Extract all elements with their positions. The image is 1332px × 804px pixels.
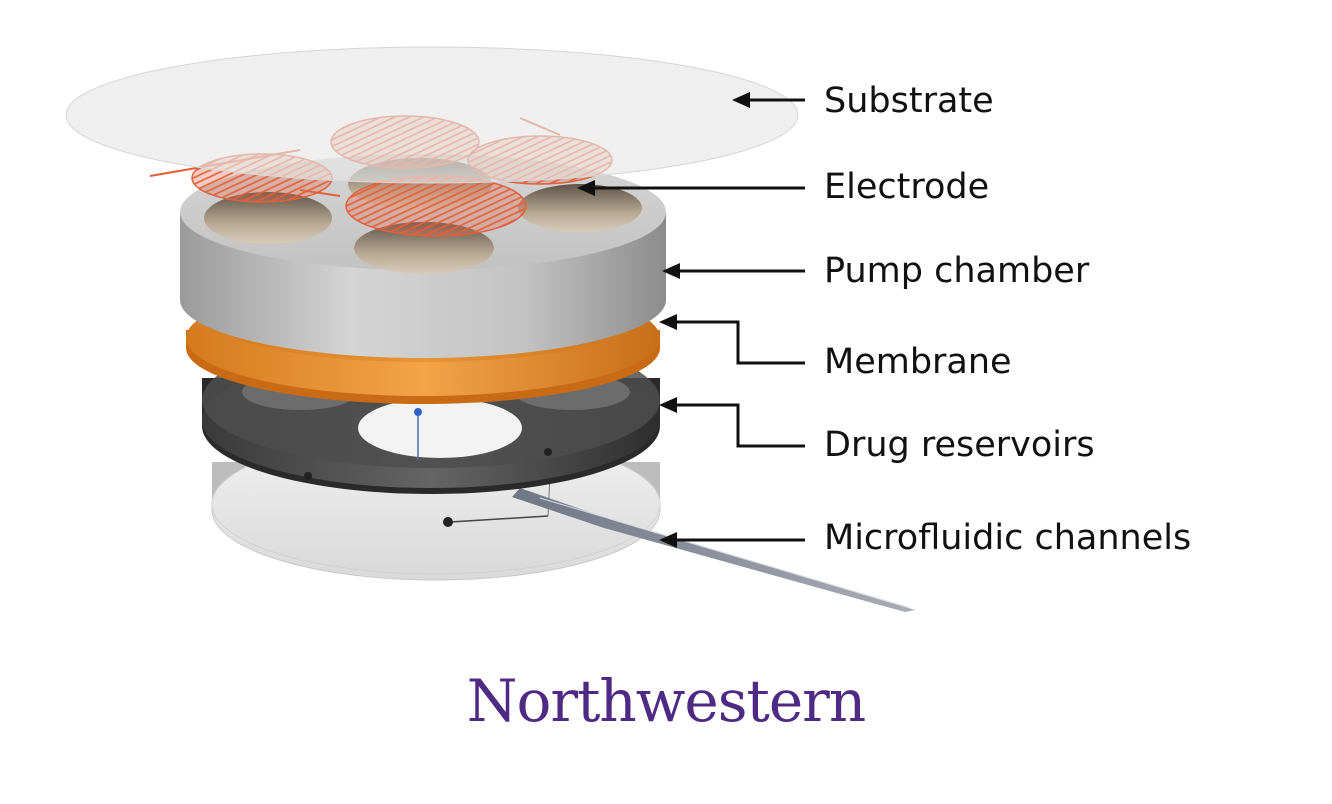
strip-highlight	[539, 497, 911, 609]
label-electrode: Electrode	[824, 167, 990, 207]
label-substrate: Substrate	[824, 81, 994, 121]
label-microfluidic-channels: Microfluidic channels	[824, 518, 1192, 558]
arrowhead-icon	[659, 314, 677, 330]
label-membrane: Membrane	[824, 342, 1012, 382]
arrowhead-icon	[662, 263, 680, 279]
electrode-pad	[345, 175, 527, 237]
microfluidic-strip	[512, 488, 915, 612]
channel-port	[304, 472, 312, 480]
channel-port	[414, 408, 422, 416]
label-pump-chamber: Pump chamber	[824, 251, 1090, 291]
leader-membrane	[672, 320, 805, 365]
arrowhead-icon	[732, 92, 750, 108]
channel-port	[443, 517, 453, 527]
substrate-layer	[65, 46, 799, 184]
channel-trace	[449, 515, 549, 523]
leader-arrowheads	[577, 92, 750, 548]
pump-well	[518, 184, 642, 232]
arrowhead-icon	[659, 397, 677, 413]
channel-port	[544, 448, 552, 456]
reservoir-hole	[358, 398, 522, 458]
label-drug-reservoirs: Drug reservoirs	[824, 425, 1095, 465]
northwestern-wordmark: Northwestern	[466, 667, 867, 735]
leader-lines	[590, 98, 805, 542]
leader-drug-reservoirs	[672, 403, 805, 448]
arrowhead-icon	[577, 180, 595, 196]
arrowhead-icon	[659, 532, 677, 548]
pump-well	[204, 192, 332, 244]
